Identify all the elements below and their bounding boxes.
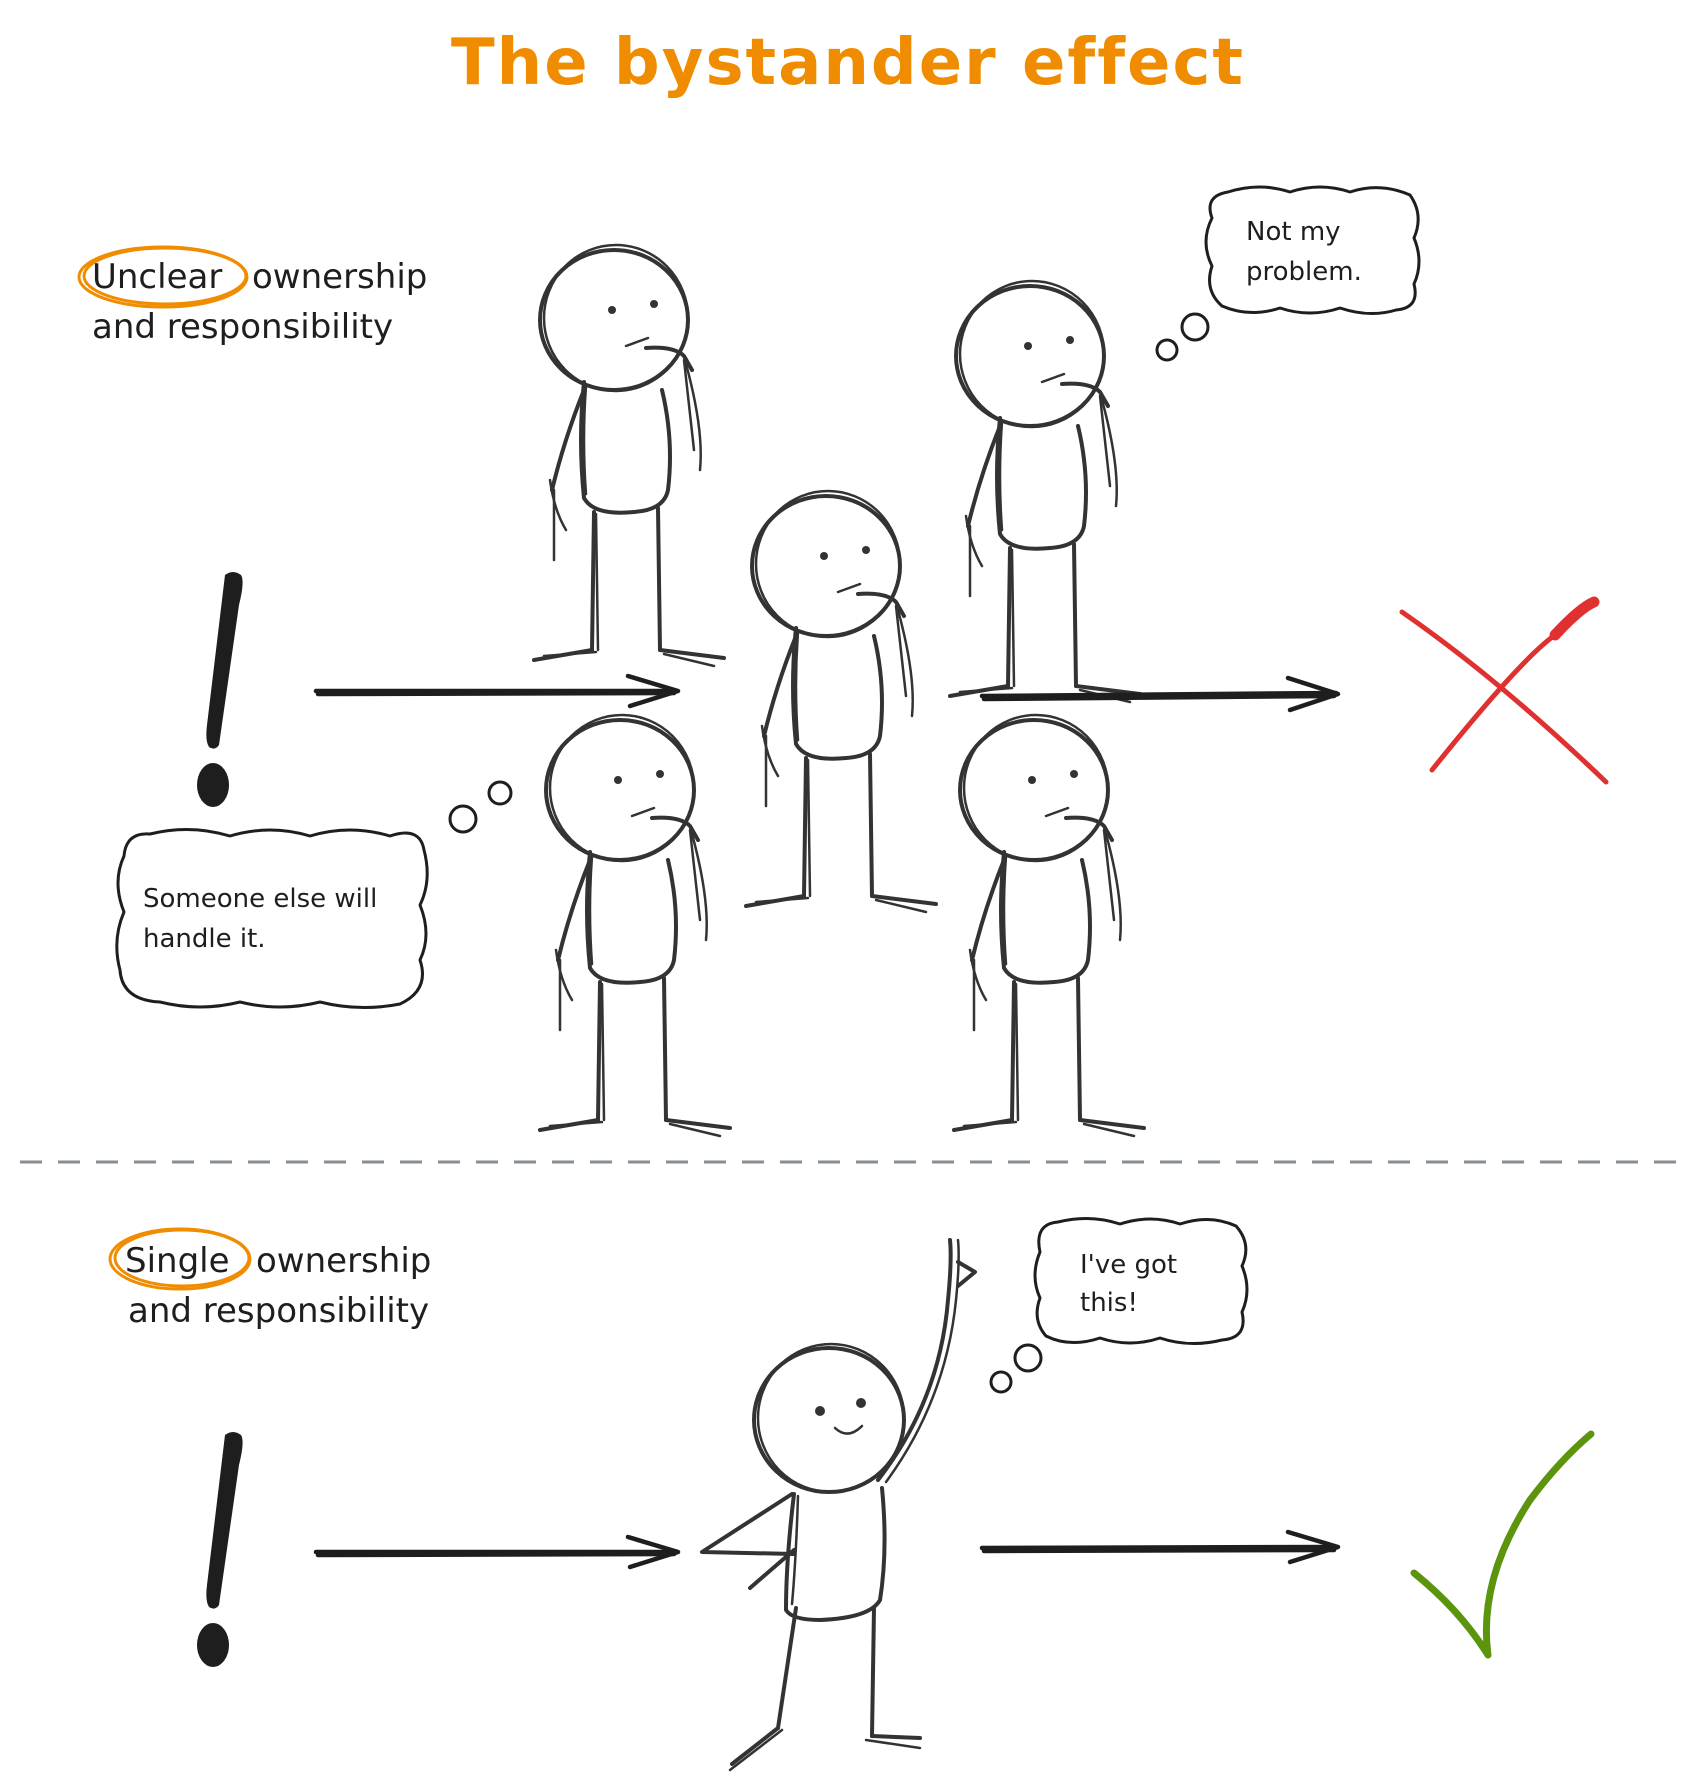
- bubble-text-line2: problem.: [1246, 257, 1362, 287]
- top-scenario-label: Unclear ownership and responsibility: [77, 245, 427, 347]
- bubble-text-line1: I've got: [1080, 1250, 1177, 1280]
- exclamation-icon: [197, 1432, 243, 1667]
- bubble-text-line1: Someone else will: [143, 884, 377, 914]
- arrow-right-icon: [979, 675, 1341, 713]
- bubble-text-line2: handle it.: [143, 924, 266, 954]
- bubble-text-line2: this!: [1080, 1288, 1138, 1318]
- bystander-figure: [532, 243, 726, 668]
- bystander-figure: [538, 713, 732, 1138]
- red-x-icon: [1399, 596, 1609, 785]
- green-check-icon: [1410, 1430, 1595, 1659]
- label-highlight-word: Unclear: [92, 257, 222, 297]
- thought-bubble: I've got this!: [989, 1217, 1249, 1394]
- arrow-right-icon: [313, 1534, 681, 1570]
- bystander-figure: [744, 489, 938, 914]
- top-scenario: Unclear ownership and responsibility: [77, 185, 1609, 1138]
- bottom-scenario-label: Single ownership and responsibility: [108, 1227, 431, 1331]
- label-line1-rest: ownership: [256, 1241, 431, 1281]
- owner-figure: [700, 1238, 977, 1772]
- bubble-text-line1: Not my: [1246, 217, 1341, 247]
- diagram-title: The bystander effect: [451, 26, 1245, 100]
- label-highlight-word: Single: [125, 1241, 230, 1281]
- label-line2: and responsibility: [92, 307, 393, 347]
- exclamation-icon: [197, 572, 243, 807]
- arrow-right-icon: [979, 1529, 1341, 1565]
- label-line2: and responsibility: [128, 1291, 429, 1331]
- arrow-right-icon: [313, 673, 681, 709]
- bottom-scenario: Single ownership and responsibility: [108, 1217, 1595, 1772]
- thought-bubble: Someone else will handle it.: [115, 780, 513, 1010]
- thought-bubble: Not my problem.: [1155, 185, 1421, 362]
- bystander-figure: [952, 713, 1146, 1138]
- label-line1-rest: ownership: [252, 257, 427, 297]
- bystander-figure: [948, 279, 1142, 704]
